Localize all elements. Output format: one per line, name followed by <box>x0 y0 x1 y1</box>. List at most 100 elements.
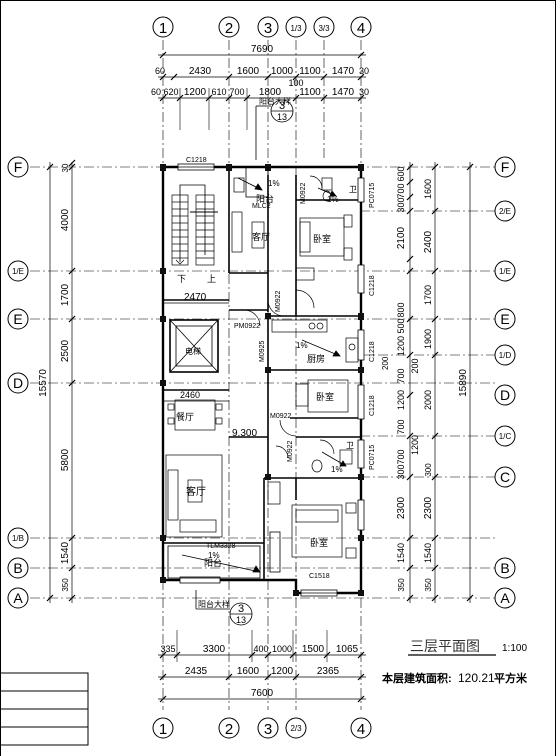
label-c-side-2: C1218 <box>369 341 376 362</box>
dim-top-r2-6: 1100 <box>299 87 321 98</box>
dim-top-r2-0: 60 <box>151 87 161 97</box>
dim-top-r1-1: 2430 <box>189 66 212 77</box>
area-label: 本层建筑面积: <box>382 671 452 685</box>
dim-right-outer-5: 300 <box>424 463 433 477</box>
label-door-m0925: M0925 <box>259 340 266 362</box>
dim-top-r2-2: 1200 <box>184 87 207 98</box>
horizontal-axis-lines <box>30 166 495 599</box>
dim-bottom-r1-1: 3300 <box>203 644 226 655</box>
detail-bottom-sheet: 13 <box>236 615 246 625</box>
label-slope-2: 1% <box>327 195 339 204</box>
dim-top-r2-7: 1470 <box>332 87 355 98</box>
door-swings <box>243 175 335 459</box>
dim-left-5: 1540 <box>60 541 71 564</box>
elevator-shaft <box>169 319 219 373</box>
axis-bubble-left-1B: 1/B <box>12 534 24 543</box>
axis-bubble-right-C: C <box>500 469 510 485</box>
dim-left-4: 5800 <box>60 448 71 471</box>
structural-columns <box>160 164 364 596</box>
dim-top-total: 7690 <box>251 44 274 55</box>
detail-top-text: 阳台大样 <box>259 96 291 106</box>
label-200: 200 <box>381 356 390 370</box>
dim-bottom-r1-3: 1000 <box>272 644 292 654</box>
top-dimension-lines <box>158 51 366 130</box>
room-bedroom-top: 卧室 <box>313 233 331 244</box>
dim-top-r2-5: 1800 <box>259 87 282 98</box>
dim-right-outer-6: 2300 <box>423 496 434 519</box>
axis-bubble-top-1-3: 1/3 <box>290 24 302 33</box>
dim-right-total: 15890 <box>458 369 469 397</box>
axis-bubble-left-E: E <box>13 311 22 327</box>
dim-right-outer-0: 1600 <box>423 179 433 199</box>
dim-top-r1-3: 1000 <box>271 66 294 77</box>
label-door-m0922-c: M0922 <box>270 413 292 420</box>
dim-top-r1-0: 60 <box>155 66 165 76</box>
label-slope-4: 1% <box>331 465 343 474</box>
axis-bubble-bottom-2-3: 2/3 <box>290 724 302 733</box>
room-living-top: 客厅 <box>252 231 270 242</box>
room-toilet-mid: 卫 <box>346 441 354 450</box>
dim-right-outer-1: 2400 <box>423 230 434 253</box>
furniture <box>165 177 359 559</box>
area-value: 120.21 <box>458 671 495 685</box>
label-elevation: 9.300 <box>232 428 257 439</box>
axis-bubble-bottom-3: 3 <box>264 721 272 738</box>
label-door-tlm: TLM3328 <box>206 543 236 550</box>
dim-top-r2-8: 30 <box>359 87 369 97</box>
dim-right-inner-15: 1540 <box>396 543 406 563</box>
stair-up-label: 上 <box>207 274 216 284</box>
dim-right-outer-3: 1900 <box>423 329 433 349</box>
dim-right-inner-8: 700 <box>396 368 406 383</box>
dim-right-inner-14: 2300 <box>396 496 407 519</box>
axis-bubble-right-1E: 1/E <box>499 267 511 276</box>
axis-bubble-right-2E: 2/E <box>499 207 511 216</box>
dim-bottom-r1-0: 335 <box>160 644 175 654</box>
axis-bubble-bottom-1: 1 <box>159 721 167 738</box>
bottom-dimension-lines <box>158 630 366 703</box>
label-slope-3: 1% <box>296 341 308 350</box>
bottom-axis-bubbles <box>152 717 372 739</box>
dim-left-0: 30 <box>61 163 70 172</box>
vertical-axis-lines <box>162 40 362 710</box>
axis-bubble-right-F: F <box>501 159 510 175</box>
axis-bubble-left-A: A <box>13 590 23 606</box>
area-unit: 平方米 <box>494 671 528 685</box>
dim-top-r2-4: 700 <box>229 87 244 97</box>
right-dimension-lines <box>406 162 474 603</box>
legend-table <box>0 672 89 746</box>
dim-bottom-r1-4: 1500 <box>302 644 325 655</box>
room-kitchen: 厨房 <box>307 353 325 364</box>
label-door-mlc2: MLC2 <box>252 203 271 210</box>
top-axis-bubbles <box>152 16 372 38</box>
dim-right-outer-7: 1540 <box>423 543 433 563</box>
axis-bubble-right-1D: 1/D <box>499 351 512 360</box>
room-bedroom-mid: 卧室 <box>316 391 334 402</box>
label-door-pm0922: PM0922 <box>234 323 260 330</box>
room-toilet-top: 卫 <box>349 185 357 194</box>
label-window-top: C1218 <box>186 157 207 164</box>
dim-bottom-r2-0: 2435 <box>185 666 208 677</box>
label-c-side-3: C1218 <box>369 395 376 416</box>
detail-bottom-text: 阳台大样 <box>198 599 230 609</box>
label-door-m0922-d: M0922 <box>287 440 294 462</box>
room-balcony-top: 阳台 <box>256 193 274 204</box>
dim-bottom-r2-2: 1200 <box>271 666 294 677</box>
dim-inner-2470: 2470 <box>184 292 207 303</box>
right-axis-bubbles <box>494 156 516 609</box>
dim-left-1: 4000 <box>60 208 71 231</box>
axis-bubble-right-B: B <box>500 560 509 576</box>
room-living-main: 客厅 <box>186 485 206 498</box>
dim-right-inner-9: 1200 <box>396 390 406 410</box>
dim-bottom-r1-2: 400 <box>253 644 268 654</box>
dim-right-inner-12: 700 <box>396 449 406 464</box>
left-axis-bubbles <box>7 156 29 609</box>
room-bedroom-bottom: 卧室 <box>310 537 328 548</box>
dim-right-inner-1: 700 <box>396 183 406 198</box>
dim-right-inner-4: 800 <box>396 302 406 317</box>
dim-top-r2-1: 620 <box>163 87 178 97</box>
dim-right-outer-2: 1700 <box>423 285 433 305</box>
detail-callout-top <box>255 99 294 160</box>
dim-top-r2-3: 610 <box>211 87 226 97</box>
axis-bubble-right-1C: 1/C <box>499 432 512 441</box>
dim-right-inner-3: 2100 <box>396 226 407 249</box>
